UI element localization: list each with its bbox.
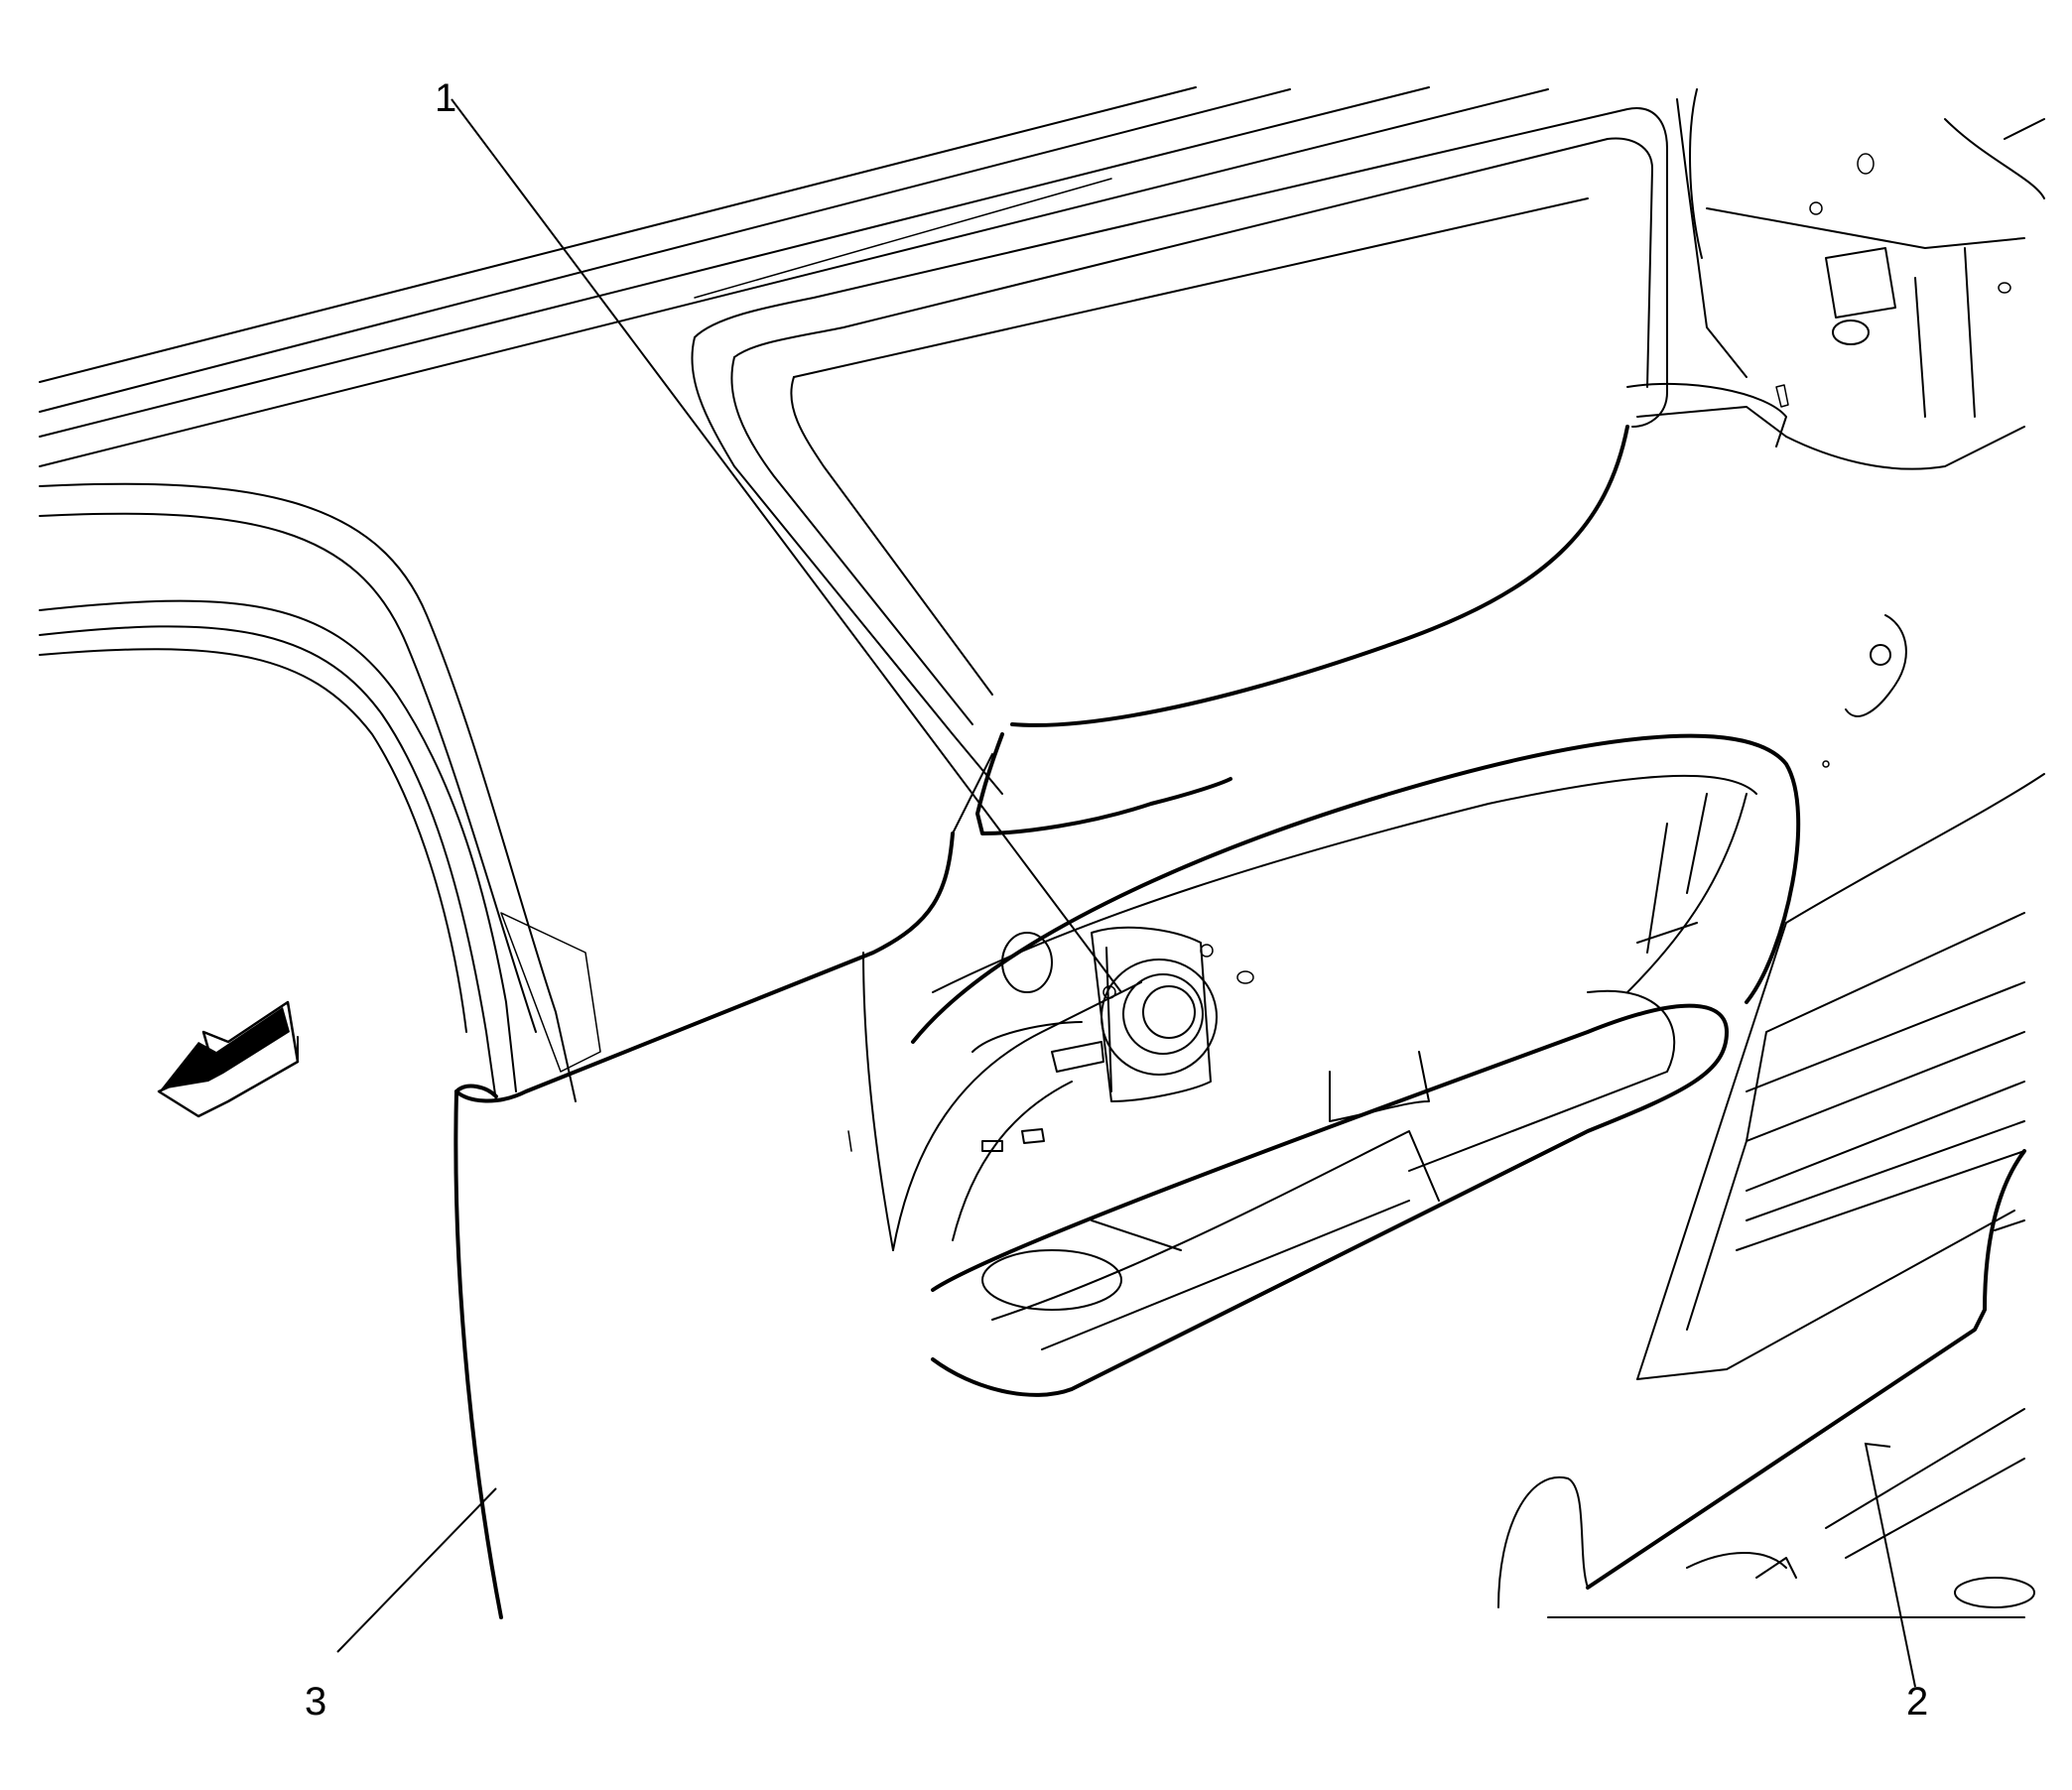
armrest-handle xyxy=(892,733,1801,1397)
speaker-assembly xyxy=(971,926,1254,1152)
callout-label-1: 1 xyxy=(435,76,456,120)
front-direction-arrow-icon xyxy=(157,1000,300,1118)
roof-rail-lines xyxy=(39,86,1549,467)
cargo-floor xyxy=(1497,1149,2035,1618)
quarter-window xyxy=(691,107,1668,795)
leader-line-2 xyxy=(1864,1442,1916,1688)
vent-grille-panel xyxy=(1636,773,2045,1380)
rear-body-structure xyxy=(1626,88,2045,768)
leader-line-1 xyxy=(451,98,1122,993)
callout-label-3: 3 xyxy=(305,1680,326,1724)
lower-trim-panel xyxy=(453,952,894,1619)
leader-lines xyxy=(336,98,1916,1688)
door-frame-curves xyxy=(39,482,601,1102)
callout-label-2: 2 xyxy=(1906,1680,1928,1724)
upper-trim-panel xyxy=(454,732,1232,1103)
leader-line-3 xyxy=(336,1487,497,1653)
